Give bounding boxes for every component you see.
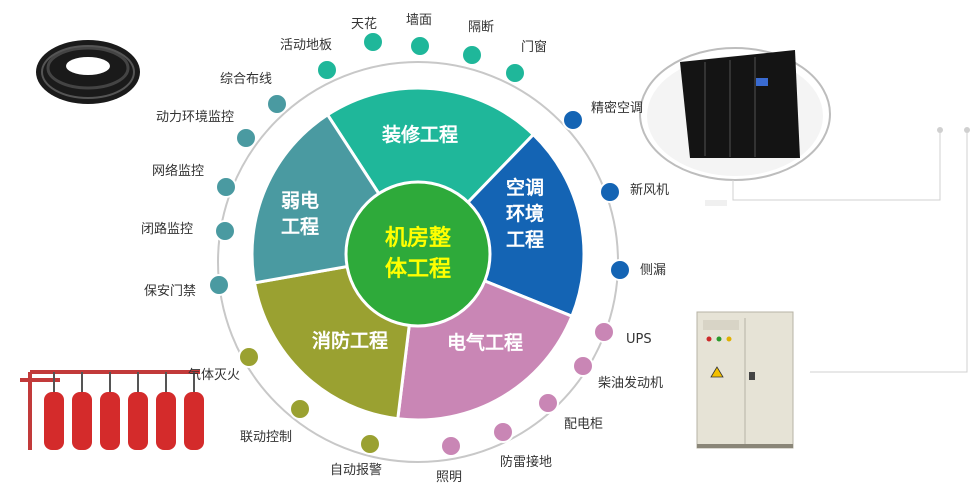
- segment-label-weak: 弱电工程: [265, 188, 335, 240]
- ring-dot: [238, 346, 260, 368]
- cylinder: [44, 392, 64, 450]
- ring-item-label: 墙面: [406, 13, 433, 28]
- ring-dot: [316, 59, 338, 81]
- ring-item-label: 配电柜: [564, 417, 604, 432]
- ring-item-label: UPS: [626, 332, 652, 347]
- ring-item-label: 保安门禁: [144, 284, 197, 299]
- ring-dot: [266, 93, 288, 115]
- ring-dot: [440, 435, 462, 457]
- ring-dot: [409, 35, 431, 57]
- segment-hvac: [415, 132, 586, 319]
- ring-item-label: 隔断: [468, 20, 495, 35]
- segment-label-line: 电气工程: [446, 332, 523, 354]
- gas-cylinders-image: [20, 370, 204, 450]
- segment-label-decoration: 装修工程: [360, 122, 480, 148]
- segment-label-line: 装修工程: [381, 124, 458, 146]
- segment-label-line: 环境: [505, 203, 544, 225]
- segment-label-line: 空调: [505, 177, 544, 199]
- ring-dot: [562, 109, 584, 131]
- ring-dot: [492, 421, 514, 443]
- segment-decoration: [325, 86, 536, 257]
- center-title-line2: 体工程: [384, 257, 451, 282]
- ring-dot: [609, 259, 631, 281]
- ring-item-label: 联动控制: [240, 430, 293, 445]
- cylinder: [156, 392, 176, 450]
- ring-item-label: 网络监控: [152, 164, 205, 179]
- ring-dot: [215, 176, 237, 198]
- ring-item-label: 门窗: [521, 40, 548, 55]
- ring-dot: [537, 392, 559, 414]
- ring-dot: [599, 181, 621, 203]
- ring-item-label: 动力环境监控: [156, 110, 235, 125]
- ring-item-label: 活动地板: [280, 38, 333, 53]
- center-circle: [344, 180, 492, 328]
- ring-dot: [461, 44, 483, 66]
- segment-group: [250, 86, 586, 422]
- ring-dot: [208, 274, 230, 296]
- ring-dot: [359, 433, 381, 455]
- ring-item-label: 闭路监控: [141, 222, 194, 237]
- ring-item-label: 防雷接地: [500, 455, 553, 470]
- ring-dot: [593, 321, 615, 343]
- electrical-cabinet-image: [696, 311, 794, 449]
- segment-label-line: 消防工程: [311, 330, 388, 352]
- cylinder: [100, 392, 120, 450]
- segment-label-fire: 消防工程: [290, 328, 410, 354]
- segment-label-line: 工程: [505, 229, 544, 251]
- ac-connector-line: [732, 130, 941, 201]
- ring-item-label: 柴油发动机: [598, 376, 664, 391]
- ring-item-label: 照明: [436, 470, 463, 485]
- ring-item-label: 精密空调: [591, 101, 644, 116]
- center-title: 机房整 体工程: [368, 223, 468, 285]
- ring-item-label: 侧漏: [640, 263, 667, 278]
- ring-dot: [214, 220, 236, 242]
- cable-coil-image: [36, 40, 140, 104]
- ring-item-label: 自动报警: [330, 463, 383, 478]
- cylinder: [72, 392, 92, 450]
- center-title-line1: 机房整: [384, 226, 451, 251]
- ring-dots: [208, 31, 631, 457]
- cylinder: [128, 392, 148, 450]
- segment-label-electrical: 电气工程: [425, 330, 545, 356]
- ring-dot: [235, 127, 257, 149]
- cylinder: [184, 392, 204, 450]
- segment-label-hvac: 空调环境工程: [490, 175, 560, 253]
- segment-label-line: 弱电: [280, 190, 319, 212]
- ring-item-label: 综合布线: [220, 72, 273, 87]
- ring-item-label: 天花: [351, 17, 378, 32]
- ring-item-label: 气体灭火: [188, 368, 241, 383]
- ring-dot: [289, 398, 311, 420]
- ring-dot: [362, 31, 384, 53]
- ring-dot: [504, 62, 526, 84]
- ring-item-label: 新风机: [630, 183, 670, 198]
- precision-ac-image: [639, 47, 831, 181]
- segment-label-line: 工程: [280, 216, 319, 238]
- ring-dot: [572, 355, 594, 377]
